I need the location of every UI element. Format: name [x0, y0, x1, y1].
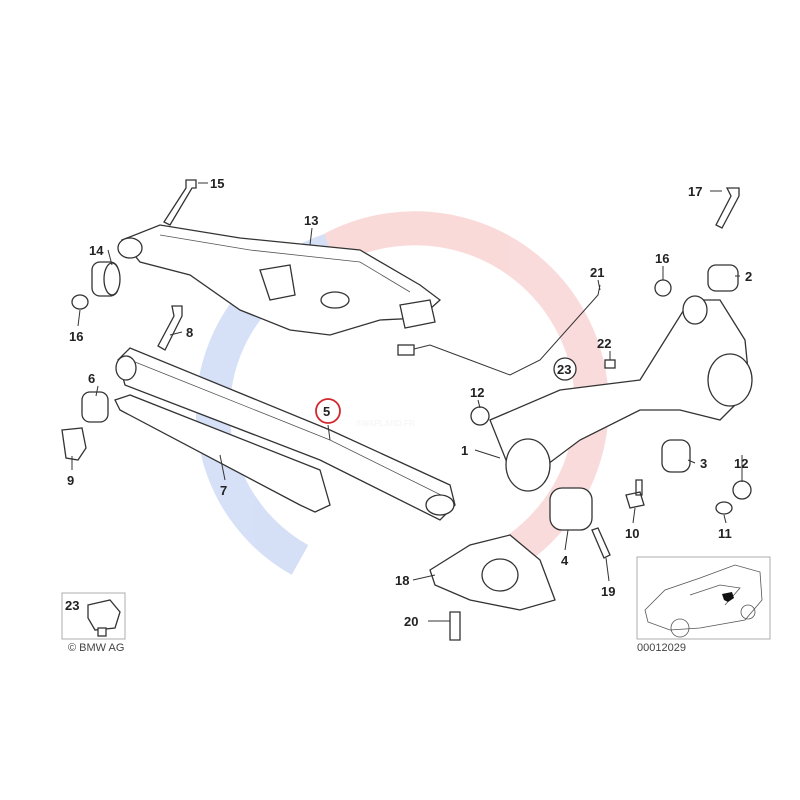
callout-19: 19 — [601, 584, 615, 599]
location-marker-icon — [722, 592, 734, 602]
bushing-3 — [661, 439, 691, 473]
callout-20: 20 — [404, 614, 418, 629]
callout-16b: 16 — [655, 251, 669, 266]
washer-11 — [715, 501, 733, 515]
bolt-20 — [449, 611, 461, 641]
callout-13: 13 — [304, 213, 318, 228]
bushing-14 — [91, 261, 121, 297]
sensor-cable-21 — [409, 284, 601, 376]
sensor-21 — [397, 344, 415, 356]
callout-16: 16 — [69, 329, 83, 344]
callout-12: 12 — [470, 385, 484, 400]
callout-7: 7 — [220, 483, 227, 498]
wheel-carrier — [489, 295, 753, 492]
nut-16b — [654, 279, 672, 297]
callout-23b: 23 — [65, 598, 79, 613]
callout-3: 3 — [700, 456, 707, 471]
callout-8: 8 — [186, 325, 193, 340]
callout-1: 1 — [461, 443, 468, 458]
inset-clip-23: 23 — [61, 592, 126, 640]
copyright: © BMW AG — [68, 642, 124, 654]
callout-12b: 12 — [734, 456, 748, 471]
bushing-2 — [707, 264, 739, 292]
bolt-19 — [591, 527, 611, 559]
watermark-text: SWAPLAND.FR — [356, 419, 415, 428]
nut-12a — [470, 406, 490, 426]
upper-control-arm — [117, 224, 442, 336]
callout-21: 21 — [590, 265, 604, 280]
screw-22 — [604, 359, 616, 369]
nut-12b — [732, 480, 752, 500]
callout-10: 10 — [625, 526, 639, 541]
callout-17: 17 — [688, 184, 702, 199]
bolt-10 — [625, 479, 645, 509]
callout-18: 18 — [395, 573, 409, 588]
bushing-6 — [81, 391, 109, 423]
callout-23: 23 — [557, 362, 571, 377]
callout-5[interactable]: 5 — [323, 404, 330, 419]
callout-6: 6 — [88, 371, 95, 386]
highlight-circle — [315, 398, 341, 424]
bushing-4 — [549, 487, 593, 531]
callout-23-circle — [553, 357, 577, 381]
callout-22: 22 — [597, 336, 611, 351]
cover-7 — [114, 394, 331, 513]
leader-lines — [71, 182, 743, 622]
callout-2: 2 — [745, 269, 752, 284]
callout-11: 11 — [718, 526, 732, 541]
lower-link-5 — [115, 347, 456, 521]
nut-16 — [71, 294, 89, 310]
mount-bushing — [481, 558, 519, 592]
nut-9 — [61, 427, 87, 461]
bolt-15 — [163, 179, 197, 226]
bolt-8 — [157, 305, 183, 351]
callout-9: 9 — [67, 473, 74, 488]
bolt-17 — [715, 187, 740, 229]
callout-14: 14 — [89, 243, 104, 258]
diagram-number: 00012029 — [637, 642, 686, 654]
callout-15: 15 — [210, 176, 224, 191]
car-locator-inset — [636, 556, 771, 640]
callout-4: 4 — [561, 553, 569, 568]
